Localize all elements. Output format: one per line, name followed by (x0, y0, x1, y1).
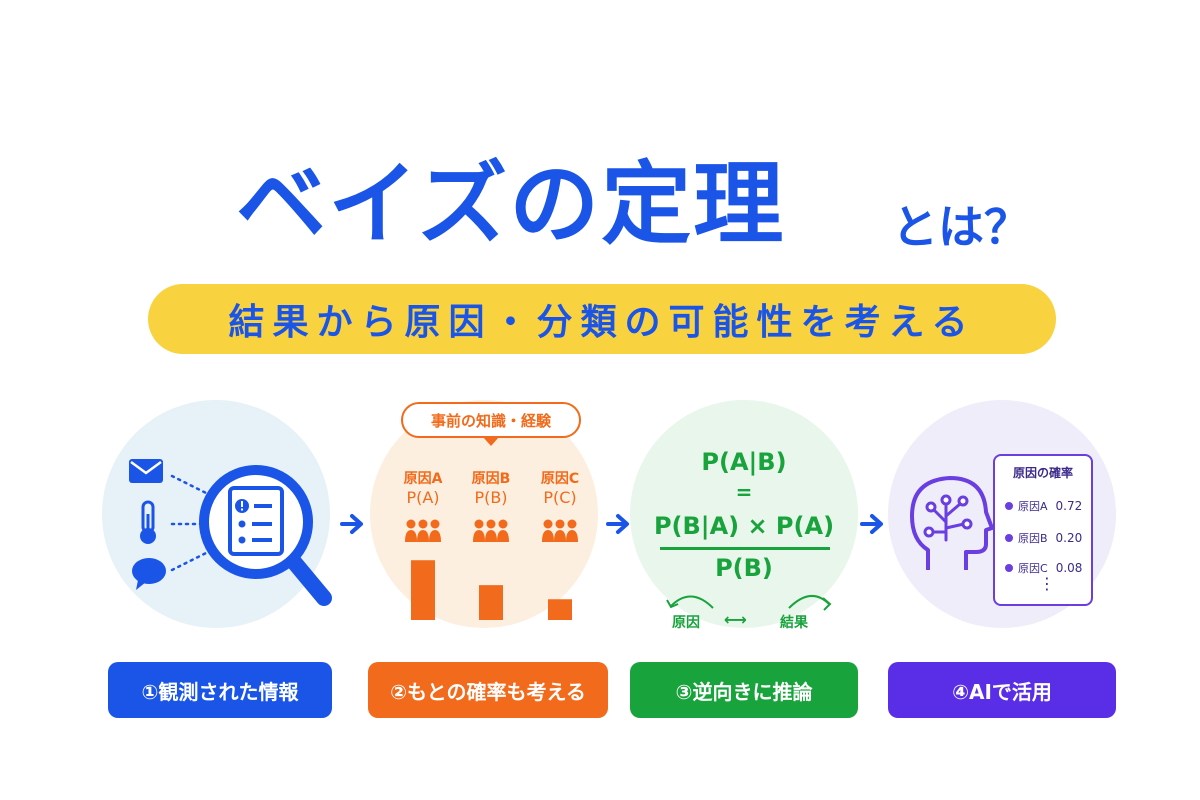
formula-denominator: P(B) (715, 554, 773, 582)
page-title: ベイズの定理 (236, 152, 786, 257)
probability-panel: 原因の確率 原因A 0.72 原因B 0.20 原因C 0.08 ⋮ (993, 454, 1093, 606)
panel-row-value: 0.08 (1055, 561, 1083, 575)
prior-bar (479, 585, 503, 620)
cause-b-label: 原因B (471, 471, 511, 487)
prior-knowledge-callout: 事前の知識・経験 (401, 402, 581, 438)
cause-c-label: 原因C (540, 471, 580, 487)
cause-c-prob: P(C) (543, 488, 577, 507)
bidirectional-arrow: ⟷ (724, 610, 747, 629)
panel-row: 原因C 0.08 (1005, 560, 1082, 576)
thermometer-icon (140, 500, 156, 544)
panel-row-name: 原因C (1018, 562, 1048, 575)
page-title-suffix: とは？ (892, 200, 1030, 254)
mail-icon (129, 459, 163, 483)
panel-row-value: 0.20 (1055, 531, 1083, 545)
panel-row-name: 原因A (1018, 500, 1048, 513)
bullet-dot (1005, 534, 1013, 542)
magnifier-icon (199, 465, 332, 606)
chat-bubble-icon (132, 558, 166, 590)
people-icon (405, 519, 441, 542)
callout-tail (483, 437, 499, 446)
step3-label: ③逆向きに推論 (630, 662, 858, 718)
formula-numerator: P(B|A) × P(A) (653, 512, 835, 540)
panel-row-name: 原因B (1018, 532, 1048, 545)
cause-a-prob: P(A) (406, 488, 440, 507)
arrow-right-icon (606, 514, 629, 534)
step2-label: ②もとの確率も考える (368, 662, 608, 718)
bullet-dot (1005, 564, 1013, 572)
prior-bars (405, 519, 578, 620)
more-indicator: ⋮ (1039, 574, 1055, 593)
step3-circle (630, 400, 858, 628)
formula-lhs: P(A|B) (701, 448, 787, 476)
formula-equals: = (735, 480, 753, 504)
prior-bar (411, 560, 435, 620)
prior-bar (548, 599, 572, 620)
people-icon (542, 519, 578, 542)
people-icon (473, 519, 509, 542)
panel-title: 原因の確率 (1012, 466, 1073, 480)
ai-head-icon (910, 476, 994, 570)
panel-row: 原因B 0.20 (1005, 530, 1082, 546)
cause-label: 原因 (672, 615, 700, 631)
panel-row-value: 0.72 (1055, 499, 1083, 513)
inference-arcs (666, 595, 832, 611)
bullet-dot (1005, 502, 1013, 510)
cause-a-label: 原因A (403, 471, 443, 487)
cause-b-prob: P(B) (474, 488, 508, 507)
step1-label: ①観測された情報 (108, 662, 332, 718)
result-label: 結果 (780, 615, 808, 631)
arrow-right-icon (340, 514, 363, 534)
panel-row: 原因A 0.72 (1005, 498, 1082, 514)
document-icon (228, 486, 284, 556)
arrow-right-icon (860, 514, 883, 534)
subtitle-banner: 結果から原因・分類の可能性を考える (148, 284, 1056, 354)
fraction-bar (660, 547, 830, 550)
step4-label: ④AIで活用 (888, 662, 1116, 718)
